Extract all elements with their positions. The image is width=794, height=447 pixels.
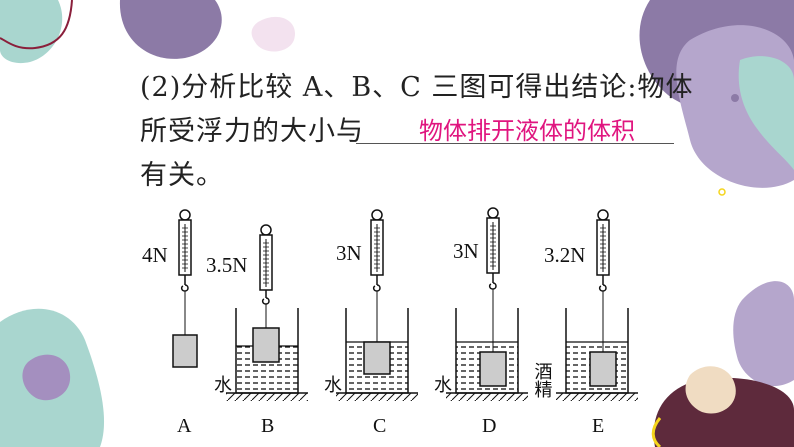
purple-dot xyxy=(731,94,739,102)
force-label-c: 3N xyxy=(336,241,362,265)
question-line-3: 有关。 xyxy=(140,160,224,191)
spring-scale-d xyxy=(486,207,500,352)
maroon-curve-line xyxy=(0,0,73,50)
liquid-label-d: 水 xyxy=(434,375,452,396)
experiment-diagram: 4N A 3.5N 水 B xyxy=(142,207,638,437)
object-a xyxy=(172,334,198,368)
answer-text: 物体排开液体的体积 xyxy=(419,117,635,145)
spring-scale-a xyxy=(178,209,192,335)
teal-blob-top-left xyxy=(0,0,63,64)
teal-blob-right xyxy=(738,56,794,170)
object-d xyxy=(479,351,507,387)
yellow-dot xyxy=(718,188,726,196)
liquid-label-e: 酒精 xyxy=(532,362,553,398)
spring-scale-c xyxy=(370,209,384,342)
label-b: B xyxy=(261,415,274,437)
ground-b xyxy=(226,393,308,401)
liquid-label-c: 水 xyxy=(324,375,342,396)
object-c xyxy=(363,341,391,375)
spring-scale-b xyxy=(259,224,273,328)
ground-d xyxy=(446,393,528,401)
answer-blank-line xyxy=(356,143,674,144)
force-label-d: 3N xyxy=(453,239,479,263)
label-d: D xyxy=(482,415,496,437)
cream-blob-bottom-right xyxy=(685,366,736,414)
ground-e xyxy=(556,393,638,401)
setup-a: 4N A xyxy=(142,209,198,437)
label-a: A xyxy=(177,415,192,437)
ground-c xyxy=(336,393,418,401)
force-label-e: 3.2N xyxy=(544,243,585,267)
pink-blob xyxy=(251,16,296,52)
purple-blob-bottom-left xyxy=(22,354,71,401)
yellow-arc xyxy=(651,417,662,447)
purple-blob-top xyxy=(119,0,222,59)
force-label-b: 3.5N xyxy=(206,253,247,277)
object-b xyxy=(252,327,280,363)
setup-e: 3.2N 酒精 E xyxy=(532,209,638,437)
question-line-1: (2)分析比较 A、B、C 三图可得出结论:物体 xyxy=(140,72,694,103)
purple-blob-bottom-right xyxy=(733,281,794,387)
setup-b: 3.5N 水 B xyxy=(206,224,308,437)
question-line-2: 所受浮力的大小与 xyxy=(140,116,364,147)
liquid-label-b: 水 xyxy=(214,375,232,396)
setup-c: 3N 水 C xyxy=(324,209,418,437)
setup-d: 3N 水 D xyxy=(434,207,528,437)
spring-scale-e xyxy=(596,209,610,352)
label-c: C xyxy=(373,415,386,437)
force-label-a: 4N xyxy=(142,243,168,267)
object-e xyxy=(589,351,617,387)
label-e: E xyxy=(592,415,604,437)
